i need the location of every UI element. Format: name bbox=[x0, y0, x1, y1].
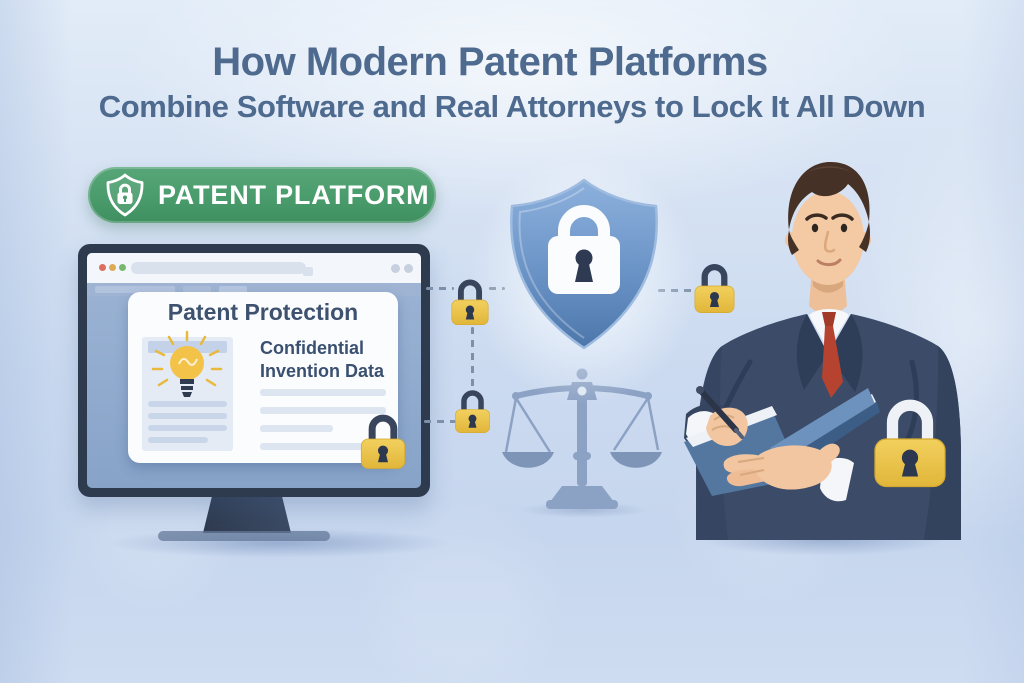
skeleton-line bbox=[148, 425, 227, 431]
traffic-light-green-icon bbox=[119, 264, 126, 271]
security-shield-icon bbox=[510, 178, 658, 350]
patent-platform-badge: PATENT PLATFORM bbox=[88, 167, 436, 223]
scales-of-justice-icon bbox=[502, 368, 662, 509]
tab-chip bbox=[219, 286, 247, 293]
traffic-light-yellow-icon bbox=[109, 264, 116, 271]
skeleton-line bbox=[260, 443, 376, 450]
attorney-illustration bbox=[684, 161, 961, 540]
tie bbox=[822, 326, 843, 398]
confidential-data-block: Confidential Invention Data bbox=[260, 337, 386, 455]
lightbulb-icon bbox=[151, 330, 223, 397]
padlock-icon bbox=[449, 274, 491, 326]
card-subtitle: Invention Data bbox=[260, 360, 385, 381]
skeleton-line bbox=[148, 401, 227, 407]
pen-icon bbox=[696, 386, 744, 439]
monitor-screen: Patent Protection bbox=[87, 253, 421, 488]
card-subtitle: Confidential bbox=[260, 338, 364, 358]
skeleton-line bbox=[260, 407, 386, 414]
document-thumbnail bbox=[142, 330, 233, 451]
browser-control-icon bbox=[404, 264, 413, 273]
lock-shackle bbox=[558, 205, 610, 246]
monitor: Patent Protection bbox=[78, 244, 430, 497]
browser-control-icon bbox=[391, 264, 400, 273]
subtitle-title: Combine Software and Real Attorneys to L… bbox=[98, 89, 926, 124]
hair bbox=[788, 161, 870, 230]
skeleton-line bbox=[148, 437, 208, 443]
dashed-connector bbox=[424, 420, 456, 423]
skeleton-line bbox=[260, 389, 386, 396]
card-title: Patent Protection bbox=[167, 299, 359, 325]
skeleton-line bbox=[148, 413, 227, 419]
card-content: Confidential Invention Data bbox=[142, 330, 386, 455]
monitor-stand bbox=[203, 497, 291, 533]
address-bar-tail bbox=[303, 267, 313, 276]
monitor-stand-base bbox=[158, 531, 330, 541]
address-bar bbox=[131, 262, 306, 274]
main-title: How Modern Patent Platforms bbox=[212, 40, 768, 84]
padlock-icon bbox=[869, 389, 951, 489]
dashed-connector bbox=[426, 287, 454, 290]
tab-chip bbox=[95, 286, 175, 293]
shield-lock-icon bbox=[106, 173, 144, 217]
browser-bar bbox=[87, 253, 421, 283]
traffic-light-red-icon bbox=[99, 264, 106, 271]
padlock-icon bbox=[453, 385, 492, 434]
patent-protection-card: Patent Protection bbox=[128, 292, 398, 463]
padlock-icon bbox=[692, 258, 737, 314]
skeleton-line bbox=[260, 425, 334, 432]
tab-chip bbox=[183, 286, 211, 293]
badge-label: PATENT PLATFORM bbox=[158, 179, 430, 210]
padlock-icon bbox=[358, 408, 408, 470]
